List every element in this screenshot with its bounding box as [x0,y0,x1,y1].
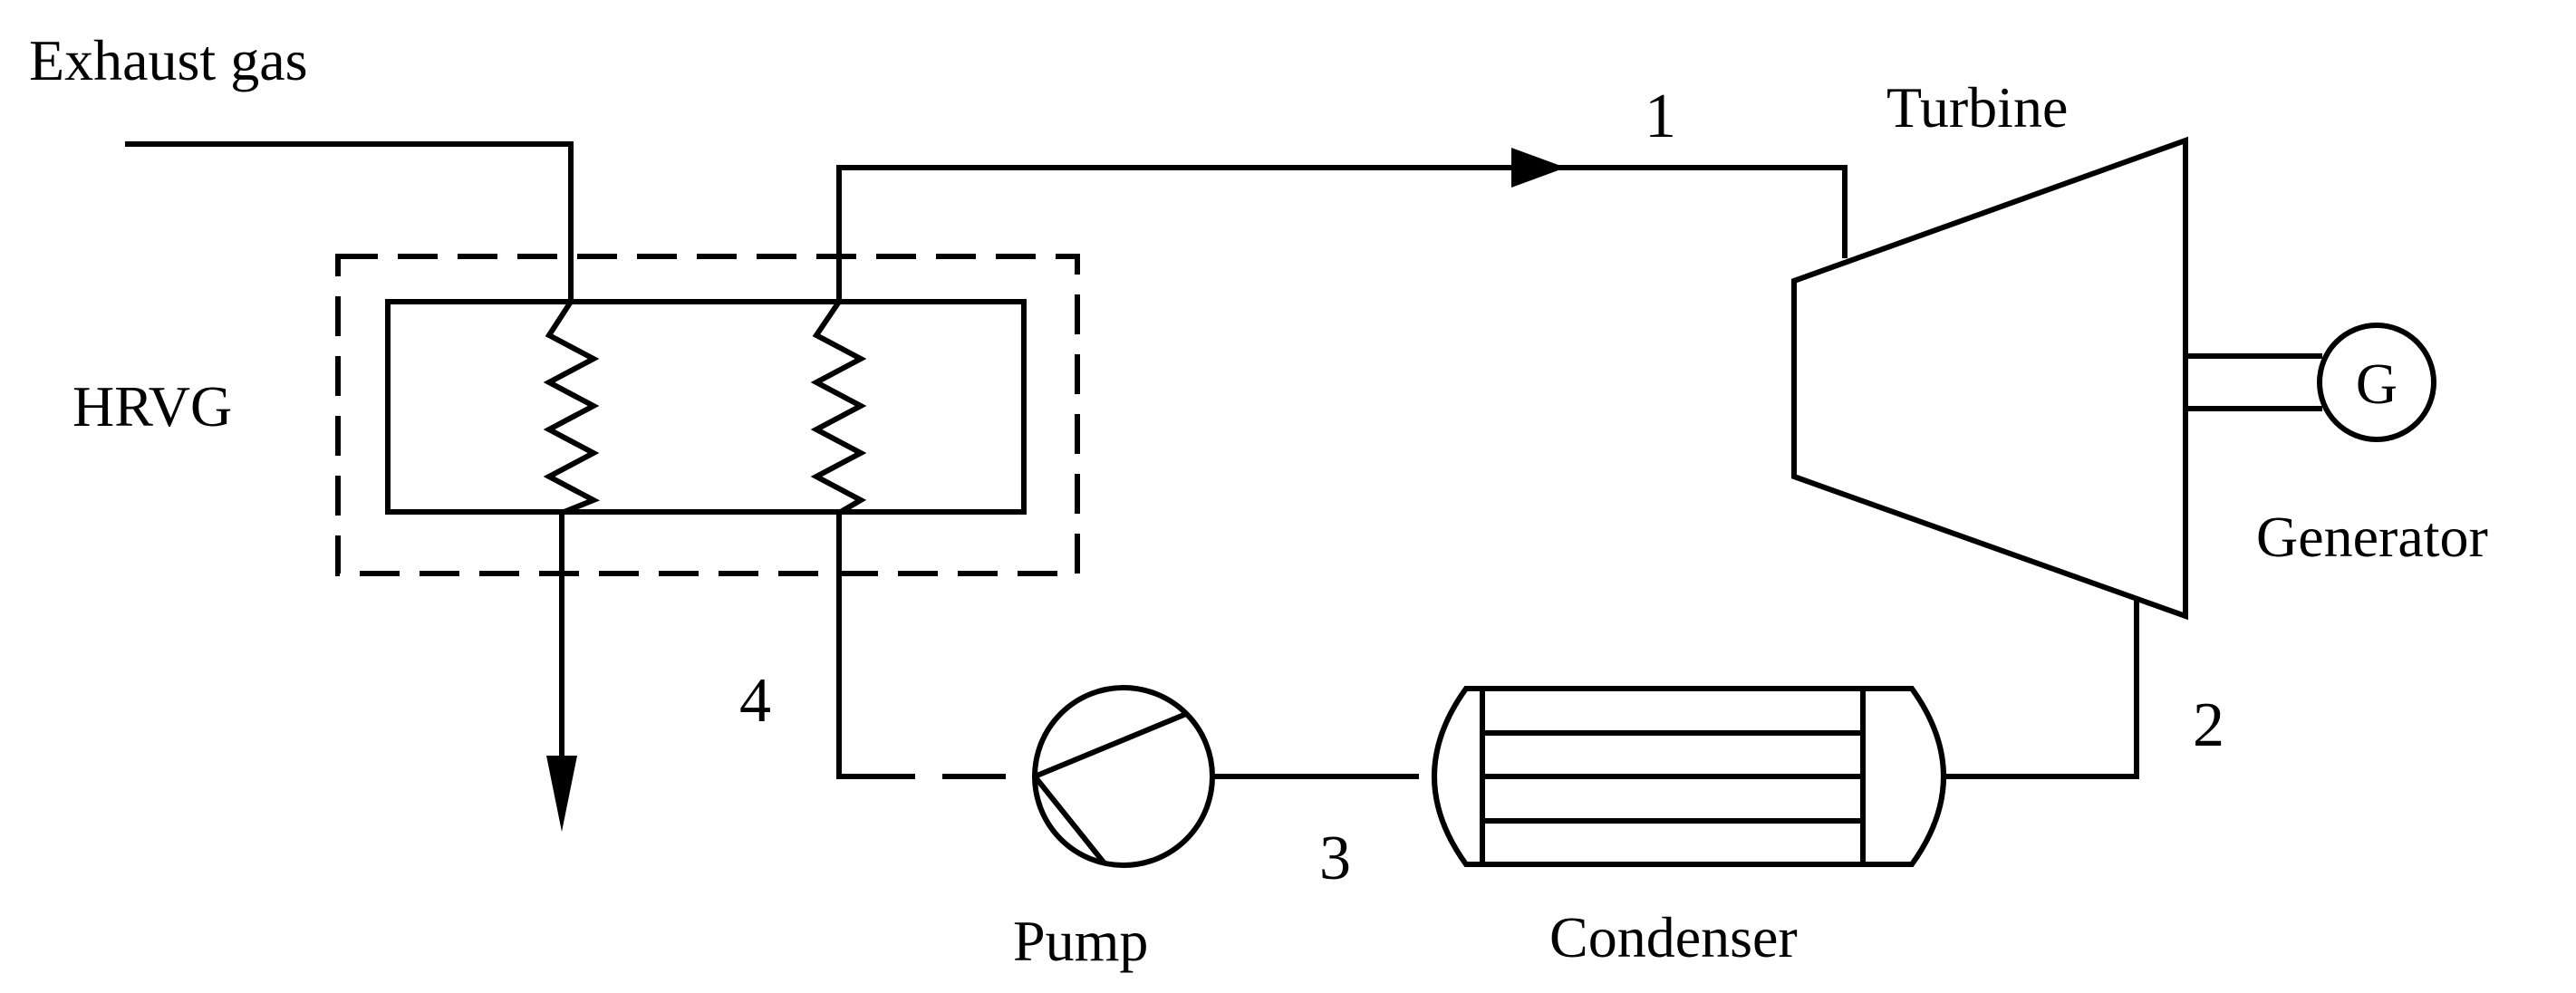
flow-arrow-1 [1511,148,1566,188]
state-point-2: 2 [2193,690,2224,760]
pump-label: Pump [1013,909,1148,973]
condenser [1432,686,1946,867]
line-hrvg-to-turbine [836,165,1540,302]
state-point-3: 3 [1319,824,1351,893]
hrvg-box [385,299,1027,515]
condenser-label: Condenser [1549,905,1798,969]
state-point-1: 1 [1645,82,1676,151]
turbine [1791,136,2188,621]
exhaust-outlet-arrow [546,756,577,832]
generator-circle [2317,323,2436,442]
line-turbine-to-condenser [1946,600,2139,779]
turbine-shaft [2185,353,2322,411]
line-pump-to-hrvg [836,513,915,779]
line-to-turbine-inlet [1540,165,1848,258]
hrvg-label: HRVG [72,374,232,439]
working-fluid-coil [810,300,867,516]
turbine-label: Turbine [1886,75,2068,140]
generator-label: Generator [2256,505,2488,569]
exhaust-coil [543,300,601,516]
pump [1032,685,1215,868]
exhaust-gas-label: Exhaust gas [29,28,308,92]
state-point-4: 4 [739,666,771,736]
generator-symbol: G [2356,352,2398,416]
exhaust-gas-line [125,141,574,797]
hrvg-dashed-boundary [335,254,1080,576]
